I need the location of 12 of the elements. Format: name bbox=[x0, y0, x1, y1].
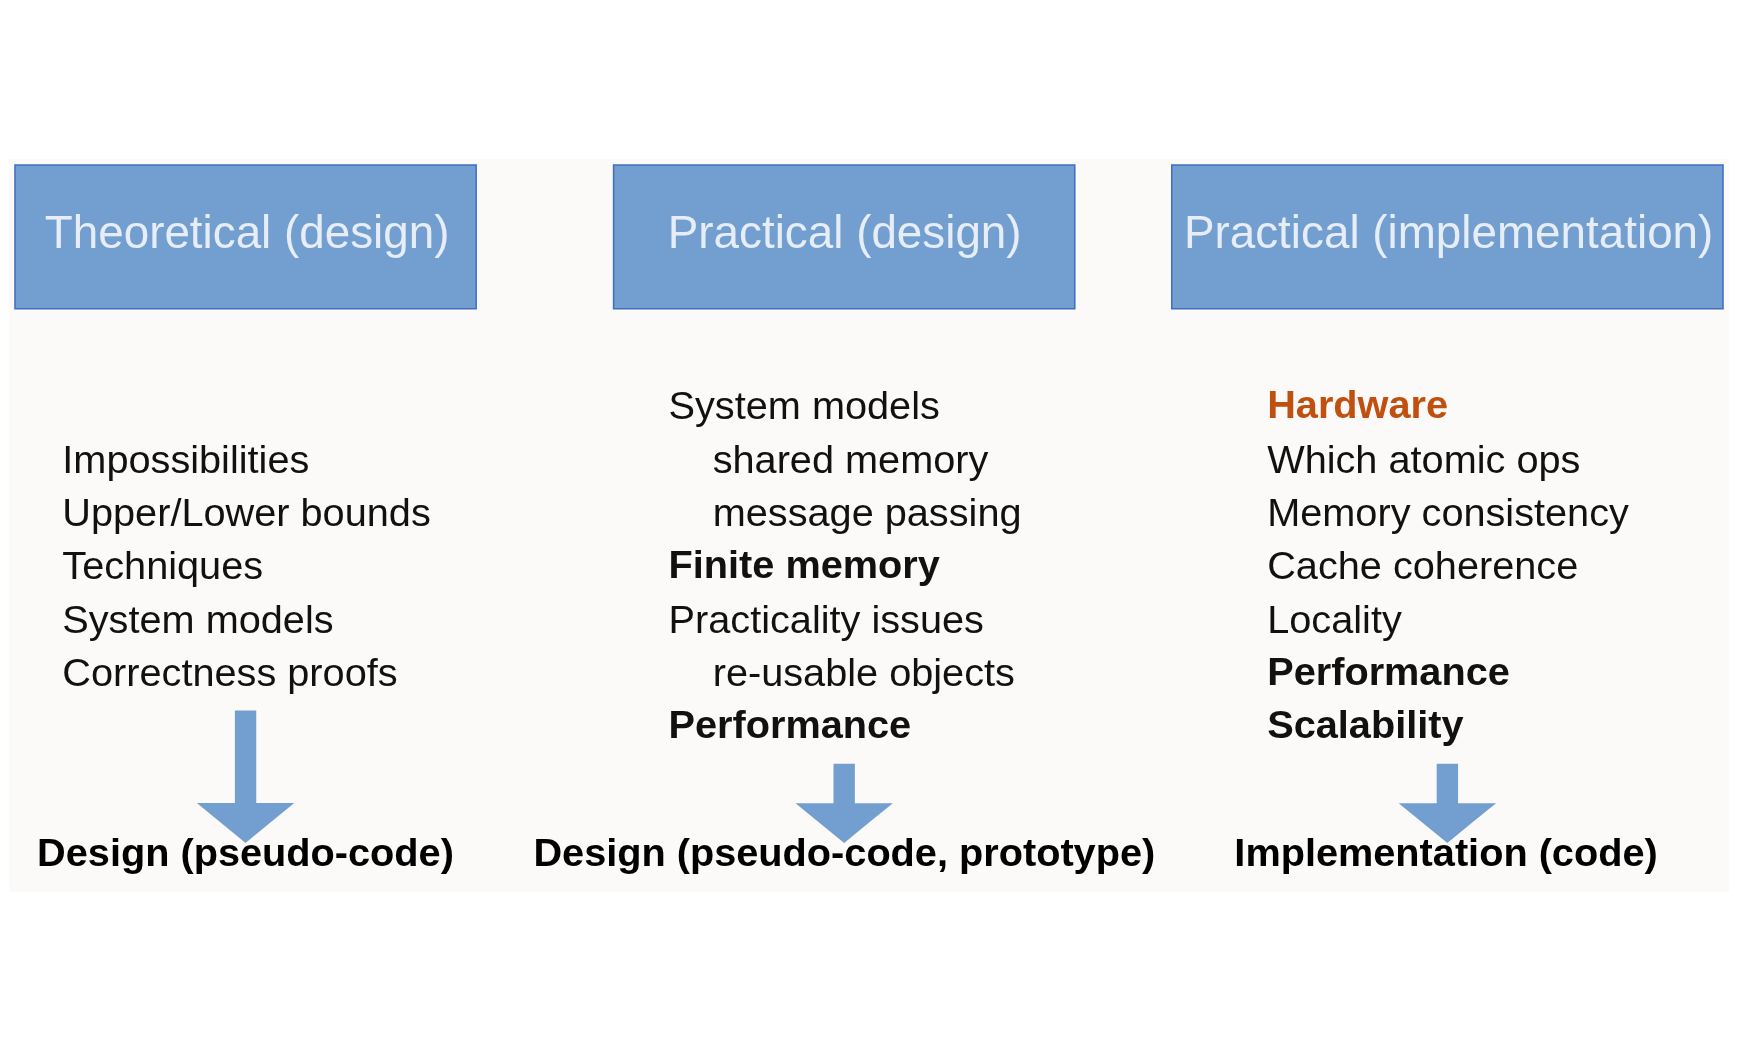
node-box: Theoretical (design) bbox=[14, 164, 477, 310]
node-text: Design (pseudo-code) bbox=[37, 829, 454, 874]
node-text: Impossibilities Upper/Lower bounds Techniques System models Correctness proofs bbox=[62, 436, 431, 695]
node-text: Hardware Which atomic ops Memory consistency Cache coherence Locality Performance Scalability bbox=[1267, 381, 1629, 747]
node-box: Practical (design) bbox=[612, 164, 1076, 310]
node-text: Design (pseudo-code, prototype) bbox=[533, 829, 1156, 874]
node-text: Implementation (code) bbox=[1234, 829, 1658, 874]
arrow bbox=[1398, 763, 1497, 843]
node-text: System models shared memory message passing Finite memory Practicality issues re-usable objects Performance bbox=[668, 383, 1022, 747]
arrow bbox=[795, 763, 893, 843]
arrow bbox=[196, 710, 295, 843]
node-box: Practical (implementation) bbox=[1170, 164, 1724, 310]
